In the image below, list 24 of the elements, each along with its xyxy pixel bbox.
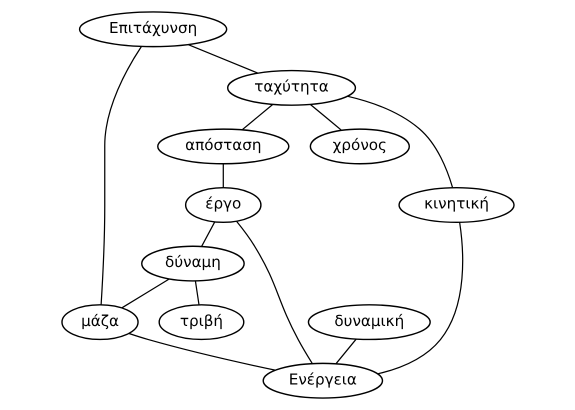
node-ellipse: Επιτάχυνση bbox=[78, 11, 227, 48]
connector bbox=[128, 332, 275, 371]
connector bbox=[236, 221, 312, 364]
connector bbox=[222, 164, 224, 188]
connector bbox=[310, 104, 342, 131]
node-ellipse: μάζα bbox=[60, 304, 138, 340]
node-ellipse: Ενέργεια bbox=[262, 362, 383, 399]
connector bbox=[335, 338, 356, 364]
connector bbox=[200, 222, 215, 247]
node-ellipse: απόσταση bbox=[156, 128, 289, 164]
node-ellipse: έργο bbox=[184, 186, 262, 224]
connector bbox=[347, 96, 453, 188]
connector bbox=[242, 104, 272, 130]
node-ellipse: ταχύτητα bbox=[226, 70, 356, 106]
node-ellipse: δύναμη bbox=[140, 246, 244, 282]
connector bbox=[121, 278, 169, 308]
connector bbox=[188, 44, 258, 74]
node-ellipse: χρόνος bbox=[309, 128, 410, 164]
connector bbox=[377, 222, 463, 374]
node-ellipse: τριβή bbox=[158, 304, 244, 340]
node-ellipse: κινητική bbox=[398, 186, 514, 224]
connector bbox=[194, 281, 200, 305]
node-ellipse: δυναμική bbox=[307, 304, 430, 340]
connector bbox=[100, 46, 142, 304]
